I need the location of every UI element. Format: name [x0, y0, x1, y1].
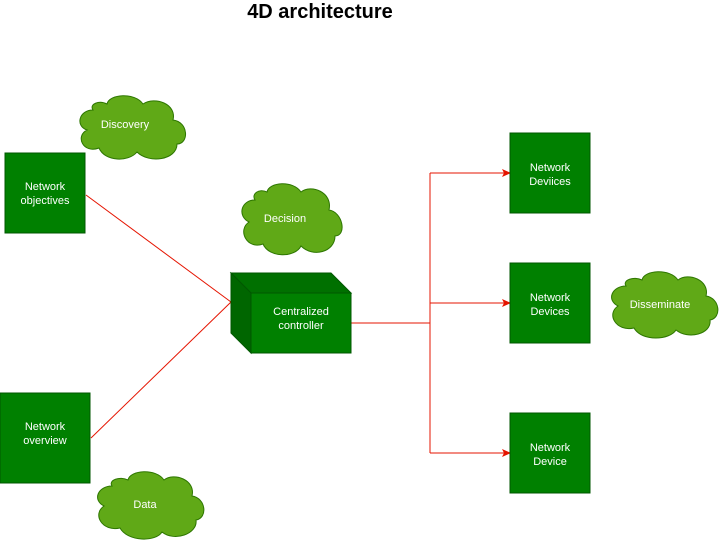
- box-shape: [4, 152, 86, 234]
- cloud-shape: [611, 271, 719, 339]
- node-label-line-2: objectives: [21, 195, 70, 207]
- node-centralized-controller[interactable]: Centralized controller: [229, 271, 353, 355]
- edges: [85, 169, 511, 457]
- node-network-device-2[interactable]: Network Devices: [509, 262, 591, 344]
- cloud-shape: [97, 471, 205, 540]
- box-shape: [0, 392, 91, 484]
- node-network-overview[interactable]: Network overview: [0, 392, 91, 484]
- node-label-line-1: Network: [25, 181, 66, 193]
- edge-overview-to-controller: [90, 301, 232, 439]
- cloud-shape: [79, 95, 186, 160]
- cube-top-face: [229, 272, 353, 294]
- node-network-device-3[interactable]: Network Device: [509, 412, 591, 494]
- box-shape: [509, 262, 591, 344]
- cloud-label: Data: [133, 499, 157, 511]
- node-label-line-1: Network: [530, 442, 571, 454]
- cloud-shape: [241, 183, 343, 256]
- diagram-title: 4D architecture: [247, 1, 393, 23]
- edge-objectives-to-controller: [85, 194, 232, 303]
- node-network-objectives[interactable]: Network objectives: [4, 152, 86, 234]
- node-label-line-1: Network: [25, 421, 66, 433]
- node-label-line-1: Centralized: [273, 306, 329, 318]
- box-shape: [509, 132, 591, 214]
- node-label-line-2: Deviices: [529, 176, 571, 188]
- cloud-label: Disseminate: [630, 299, 691, 311]
- cloud-data[interactable]: Data: [97, 471, 205, 540]
- box-shape: [509, 412, 591, 494]
- cube-front-face: [250, 292, 352, 354]
- node-label-line-2: Devices: [530, 306, 570, 318]
- node-label-line-2: overview: [23, 435, 66, 447]
- node-label-line-1: Network: [530, 162, 571, 174]
- cloud-decision[interactable]: Decision: [241, 183, 343, 256]
- node-network-device-1[interactable]: Network Deviices: [509, 132, 591, 214]
- cloud-disseminate[interactable]: Disseminate: [611, 271, 719, 339]
- cloud-discovery[interactable]: Discovery: [79, 95, 186, 160]
- node-label-line-1: Network: [530, 292, 571, 304]
- node-label-line-2: Device: [533, 456, 567, 468]
- node-label-line-2: controller: [278, 320, 324, 332]
- cloud-label: Discovery: [101, 119, 150, 131]
- cloud-label: Decision: [264, 213, 306, 225]
